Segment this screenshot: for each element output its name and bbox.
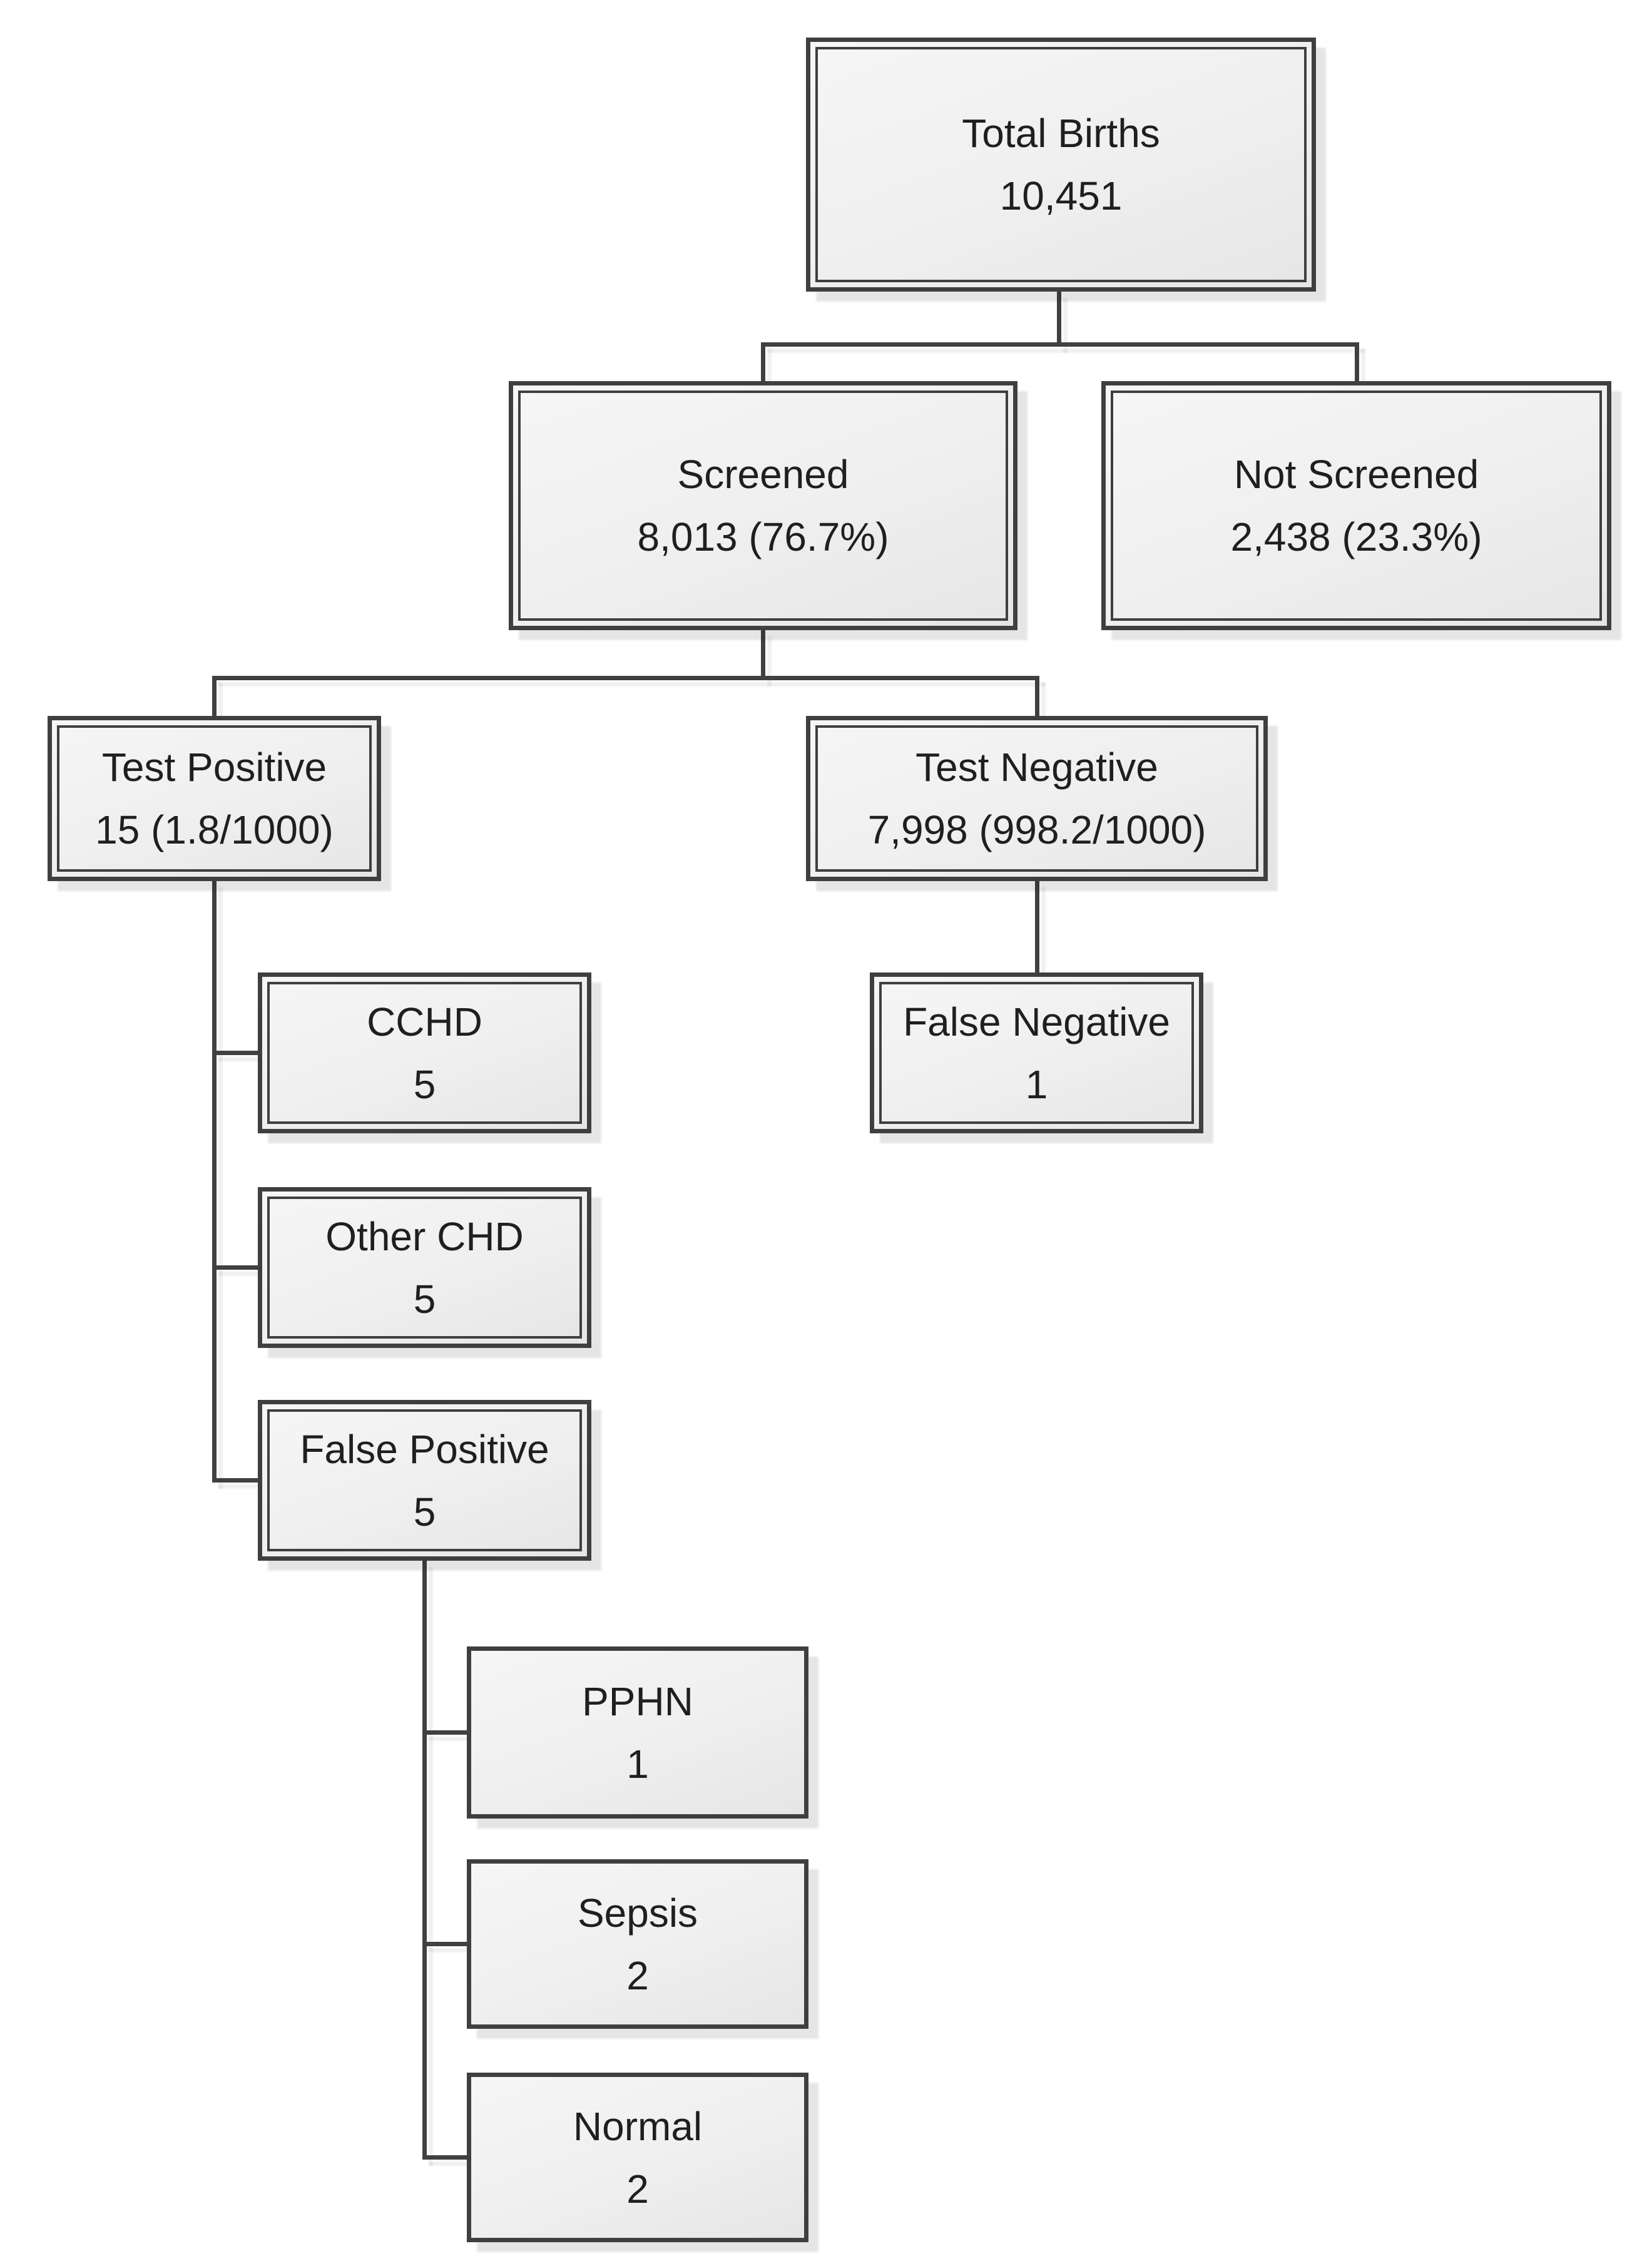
node-pphn-label: PPHN [582,1678,693,1724]
node-not-screened-value: 2,438 (23.3%) [1230,514,1482,559]
connector-false-positive-rail [422,1561,427,2160]
node-normal: Normal 2 [467,2073,808,2242]
connector-stub-pphn [422,1730,469,1735]
connector-stub-cchd [212,1051,260,1055]
node-other-chd-label: Other CHD [325,1213,524,1259]
node-false-negative-label: False Negative [903,999,1170,1044]
node-screened-label: Screened [677,452,849,497]
node-total-births-label: Total Births [962,111,1160,156]
node-test-positive-value: 15 (1.8/1000) [95,807,334,852]
node-cchd-label: CCHD [367,999,482,1044]
connector-test-positive-rail [212,881,217,1483]
node-test-negative-label: Test Negative [915,745,1158,790]
node-false-positive: False Positive 5 [258,1400,591,1561]
connector-stub-normal [422,2155,469,2160]
node-not-screened-label: Not Screened [1233,452,1479,497]
connector-drop-test-negative [1035,676,1039,716]
node-false-negative: False Negative 1 [870,972,1203,1133]
connector-screened-stem [761,630,765,680]
node-test-negative: Test Negative 7,998 (998.2/1000) [806,716,1268,881]
node-normal-value: 2 [626,2166,649,2212]
connector-level1-horizontal [761,342,1359,347]
node-total-births-value: 10,451 [999,173,1123,218]
node-screened-value: 8,013 (76.7%) [637,514,889,559]
node-normal-label: Normal [573,2103,703,2149]
connector-stub-other-chd [212,1265,260,1270]
node-test-negative-value: 7,998 (998.2/1000) [867,807,1206,852]
node-other-chd: Other CHD 5 [258,1187,591,1348]
node-not-screened: Not Screened 2,438 (23.3%) [1101,381,1611,630]
node-other-chd-value: 5 [413,1276,436,1322]
node-cchd-value: 5 [413,1061,436,1107]
connector-drop-not-screened [1355,342,1359,381]
node-screened: Screened 8,013 (76.7%) [509,381,1017,630]
node-false-positive-value: 5 [413,1489,436,1534]
node-total-births: Total Births 10,451 [806,38,1316,292]
node-test-positive: Test Positive 15 (1.8/1000) [48,716,381,881]
connector-stub-false-positive [212,1478,260,1483]
connector-total-births-stem [1057,292,1061,347]
node-sepsis-label: Sepsis [577,1890,698,1936]
node-pphn-value: 1 [626,1741,649,1787]
node-cchd: CCHD 5 [258,972,591,1133]
connector-drop-screened [761,342,765,381]
connector-drop-test-positive [212,676,217,716]
node-false-negative-value: 1 [1025,1061,1048,1107]
connector-test-negative-stem [1035,881,1039,972]
node-pphn: PPHN 1 [467,1646,808,1819]
node-sepsis-value: 2 [626,1952,649,1998]
connector-level2-horizontal [212,676,1039,680]
node-sepsis: Sepsis 2 [467,1859,808,2029]
node-false-positive-label: False Positive [300,1426,549,1472]
node-test-positive-label: Test Positive [101,745,327,790]
connector-stub-sepsis [422,1942,469,1946]
